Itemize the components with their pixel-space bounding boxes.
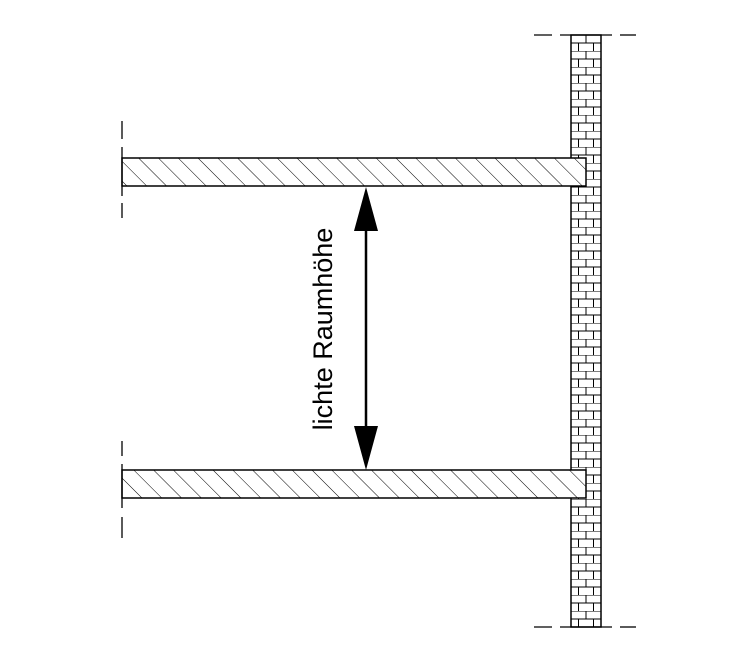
arrowhead-down-icon <box>354 426 378 470</box>
upper-slab <box>121 157 587 187</box>
lower-slab <box>121 469 587 499</box>
clear-height-dimension <box>354 187 378 470</box>
arrowhead-up-icon <box>354 187 378 231</box>
masonry-wall <box>570 34 602 628</box>
dimension-label: lichte Raumhöhe <box>308 228 338 431</box>
